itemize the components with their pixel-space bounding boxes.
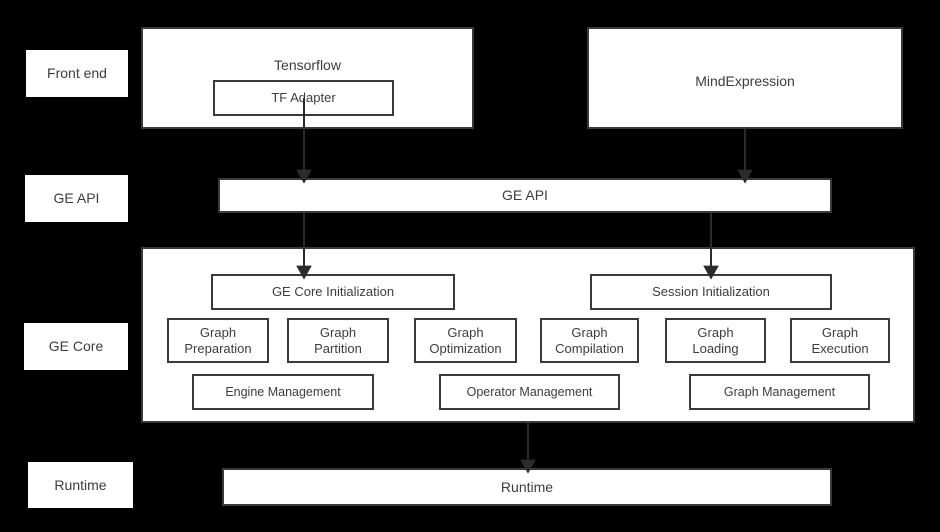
tf-adapter-label: TF Adapter (271, 90, 336, 106)
layer-label-front-end: Front end (26, 50, 128, 97)
layer-label-ge-core: GE Core (24, 323, 128, 370)
graph-management-label: Graph Management (723, 384, 836, 399)
graph-partition-box[interactable]: Graph Partition (287, 318, 389, 363)
graph-preparation-box[interactable]: Graph Preparation (167, 318, 269, 363)
graph-compilation-label: Graph Compilation (555, 325, 624, 356)
engine-management-box[interactable]: Engine Management (192, 374, 374, 410)
graph-preparation-label: Graph Preparation (184, 325, 252, 356)
layer-label-ge-api-text: GE API (53, 190, 100, 207)
graph-execution-box[interactable]: Graph Execution (790, 318, 890, 363)
layer-label-ge-api: GE API (25, 175, 128, 222)
ge-core-initialization-label: GE Core Initialization (271, 284, 395, 300)
operator-management-box[interactable]: Operator Management (439, 374, 620, 410)
session-initialization-box[interactable]: Session Initialization (590, 274, 832, 310)
session-initialization-label: Session Initialization (652, 284, 770, 300)
engine-management-label: Engine Management (225, 384, 341, 399)
ge-api-bar-label: GE API (502, 187, 548, 204)
graph-optimization-label: Graph Optimization (429, 325, 502, 356)
mindexpression-container: MindExpression (587, 27, 903, 129)
layer-label-front-end-text: Front end (47, 65, 107, 82)
layer-label-runtime-text: Runtime (54, 476, 107, 493)
runtime-bar-label: Runtime (500, 478, 554, 495)
graph-loading-box[interactable]: Graph Loading (665, 318, 766, 363)
operator-management-label: Operator Management (466, 384, 593, 399)
tf-adapter-box[interactable]: TF Adapter (213, 80, 394, 116)
graph-compilation-box[interactable]: Graph Compilation (540, 318, 639, 363)
graph-management-box[interactable]: Graph Management (689, 374, 870, 410)
layer-label-runtime: Runtime (28, 462, 133, 508)
tensorflow-title: Tensorflow (274, 57, 341, 73)
graph-optimization-box[interactable]: Graph Optimization (414, 318, 517, 363)
ge-core-initialization-box[interactable]: GE Core Initialization (211, 274, 455, 310)
graph-partition-label: Graph Partition (314, 325, 362, 356)
runtime-bar[interactable]: Runtime (222, 468, 832, 506)
graph-loading-label: Graph Loading (692, 325, 739, 356)
ge-api-bar[interactable]: GE API (218, 178, 832, 213)
graph-execution-label: Graph Execution (811, 325, 869, 356)
layer-label-ge-core-text: GE Core (48, 338, 104, 355)
mindexpression-title: MindExpression (695, 73, 795, 89)
